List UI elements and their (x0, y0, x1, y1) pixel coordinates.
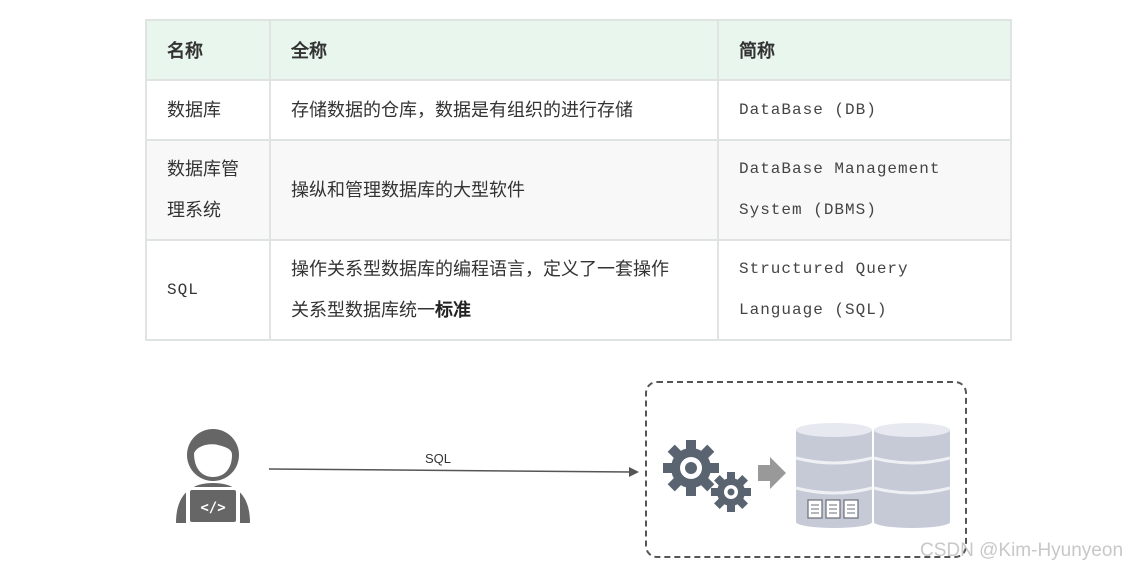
cell-full-name: 操作关系型数据库的编程语言，定义了一套操作 关系型数据库统一标准 (269, 239, 719, 341)
table-row: 数据库 存储数据的仓库，数据是有组织的进行存储 DataBase (DB) (145, 79, 1012, 141)
cell-name-line: 理系统 (167, 200, 221, 221)
cell-full-bold-text: 标准 (435, 300, 471, 321)
table-row: 数据库管 理系统 操纵和管理数据库的大型软件 DataBase Manageme… (145, 139, 1012, 241)
database-server-box (645, 381, 967, 558)
gears-icon (663, 440, 751, 512)
cell-full-name: 存储数据的仓库，数据是有组织的进行存储 (269, 79, 719, 141)
svg-text:</>: </> (200, 500, 225, 516)
table-header-row: 名称 全称 简称 (145, 19, 1012, 81)
cell-full-line: 关系型数据库统一标准 (291, 290, 697, 331)
cell-full-name: 操纵和管理数据库的大型软件 (269, 139, 719, 241)
cell-abbreviation: DataBase Management System (DBMS) (717, 139, 1012, 241)
cell-name: SQL (145, 239, 271, 341)
database-concepts-table: 名称 全称 简称 数据库 存储数据的仓库，数据是有组织的进行存储 DataBas… (145, 19, 1012, 341)
cell-abbr-line: Language (SQL) (739, 301, 888, 319)
header-full-name: 全称 (269, 19, 719, 81)
cell-abbreviation: DataBase (DB) (717, 79, 1012, 141)
database-cylinders-icon (795, 423, 951, 528)
cell-abbr-line: DataBase Management (739, 160, 941, 178)
header-name: 名称 (145, 19, 271, 81)
sql-request-arrow (268, 467, 639, 477)
cell-abbr-line: Structured Query (739, 260, 909, 278)
right-arrow-icon (758, 457, 786, 489)
cell-abbr-line: System (DBMS) (739, 201, 877, 219)
watermark: CSDN @Kim-Hyunyeon (920, 540, 1124, 561)
cell-name: 数据库管 理系统 (145, 139, 271, 241)
cell-name-line: 数据库管 (167, 159, 239, 180)
arrow-label: SQL (425, 451, 452, 466)
cell-full-text: 关系型数据库统一 (291, 300, 435, 321)
developer-laptop-icon: </> (176, 429, 250, 525)
table-row: SQL 操作关系型数据库的编程语言，定义了一套操作 关系型数据库统一标准 Str… (145, 239, 1012, 341)
cell-name: 数据库 (145, 79, 271, 141)
cell-full-line: 操作关系型数据库的编程语言，定义了一套操作 (291, 259, 669, 280)
cell-abbreviation: Structured Query Language (SQL) (717, 239, 1012, 341)
header-abbreviation: 简称 (717, 19, 1012, 81)
